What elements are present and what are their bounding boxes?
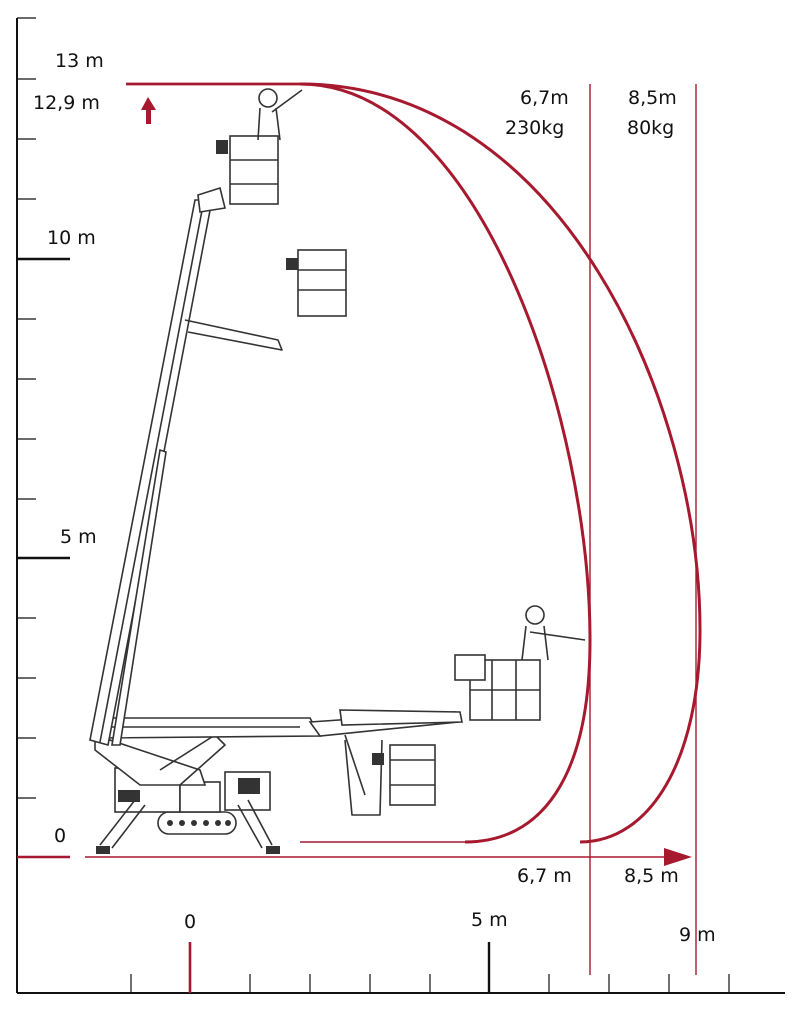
envelope-230kg bbox=[299, 82, 592, 844]
load-label-80kg: 80kg bbox=[627, 117, 674, 139]
basket-mid bbox=[286, 249, 347, 317]
basket-extended bbox=[454, 605, 586, 721]
outreach-arrow bbox=[664, 848, 692, 866]
label-5m: 5 m bbox=[60, 526, 97, 548]
vertical-minor-ticks bbox=[17, 17, 36, 799]
basket-lowered bbox=[344, 739, 436, 816]
outreach-label-6-7m: 6,7m bbox=[520, 87, 569, 109]
outreach-label-8-5m: 8,5m bbox=[628, 87, 677, 109]
height-arrow bbox=[141, 97, 156, 124]
label-0-vertical: 0 bbox=[54, 825, 66, 847]
ground-label-6-7m: 6,7 m bbox=[517, 865, 572, 887]
load-label-230kg: 230kg bbox=[505, 117, 564, 139]
ground-reference bbox=[85, 848, 692, 866]
envelope-80kg bbox=[299, 82, 702, 844]
boom-vertical bbox=[89, 186, 283, 747]
machine-base bbox=[94, 733, 280, 854]
label-12-9m: 12,9 m bbox=[33, 92, 100, 114]
label-0-horizontal: 0 bbox=[184, 911, 196, 933]
horizontal-minor-ticks bbox=[130, 974, 730, 993]
boom-horizontal bbox=[93, 709, 463, 796]
label-9m-horizontal: 9 m bbox=[679, 924, 716, 946]
label-10m: 10 m bbox=[47, 227, 96, 249]
basket-top bbox=[216, 88, 303, 205]
ground-label-8-5m: 8,5 m bbox=[624, 865, 679, 887]
label-5m-horizontal: 5 m bbox=[471, 909, 508, 931]
label-13m: 13 m bbox=[55, 50, 104, 72]
